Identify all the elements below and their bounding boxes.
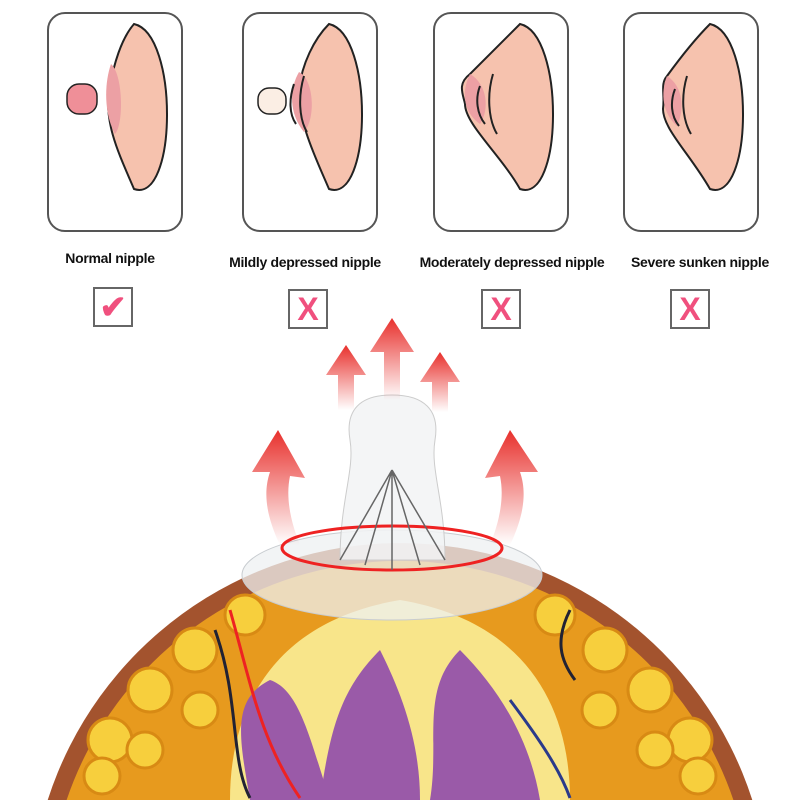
upward-arrows <box>252 318 538 545</box>
label-moderately-depressed: Moderately depressed nipple <box>419 254 605 270</box>
mildly-depressed-card <box>242 12 378 232</box>
normal-nipple-card <box>47 12 183 232</box>
cross-box-severe: X <box>670 289 710 329</box>
nipple-corrector-illustration <box>47 318 753 800</box>
check-icon: ✔ <box>99 289 127 325</box>
moderately-depressed-illustration <box>460 22 554 191</box>
moderately-depressed-card <box>433 12 569 232</box>
cross-box-moderate: X <box>481 289 521 329</box>
cross-box-mild: X <box>288 289 328 329</box>
cross-icon: X <box>679 291 701 327</box>
curved-arrow-icon <box>485 430 538 545</box>
cross-icon: X <box>297 291 319 327</box>
arrow-icon <box>326 345 366 410</box>
severe-sunken-illustration <box>661 22 744 191</box>
check-box-normal: ✔ <box>93 287 133 327</box>
curved-arrow-icon <box>252 430 305 545</box>
breast-cross-section <box>47 543 753 800</box>
label-normal-nipple: Normal nipple <box>65 250 155 266</box>
cross-icon: X <box>490 291 512 327</box>
silicone-nipple-shield <box>241 394 543 621</box>
mildly-depressed-illustration <box>257 22 363 191</box>
severe-sunken-card <box>623 12 759 232</box>
normal-nipple-illustration <box>66 22 168 191</box>
arrow-icon <box>420 352 460 412</box>
arrow-icon <box>370 318 414 400</box>
label-severe-sunken: Severe sunken nipple <box>631 254 769 270</box>
label-mildly-depressed: Mildly depressed nipple <box>229 254 381 270</box>
